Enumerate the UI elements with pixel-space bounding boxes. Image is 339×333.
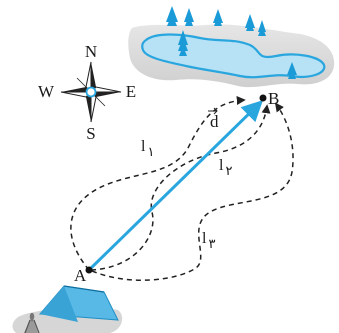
tent-icon: [38, 285, 119, 322]
path-3-subscript: ۳: [208, 236, 215, 251]
point-a-label: A: [74, 266, 87, 285]
point-a: [85, 266, 93, 274]
campsite: [12, 285, 123, 333]
compass-south-label: S: [86, 124, 95, 143]
vector-label: d: [210, 112, 219, 131]
path-3: [91, 102, 294, 281]
path-1-subscript: ۱: [147, 144, 154, 159]
campfire-icon: [24, 313, 40, 333]
displacement-vector: [87, 100, 264, 272]
point-b-label: B: [268, 89, 279, 108]
path-1-letter: l: [141, 138, 146, 155]
vector-accent-icon: [208, 107, 218, 115]
path-3-letter: l: [202, 230, 207, 247]
tree-icon: [166, 6, 297, 79]
path-1: [70, 96, 246, 271]
point-b: [259, 94, 267, 102]
lake: [141, 33, 326, 79]
compass-east-label: E: [126, 82, 136, 101]
compass-north-label: N: [85, 42, 97, 61]
path-2-subscript: ۲: [225, 163, 232, 178]
lake-scene: [128, 6, 335, 88]
path-2: [90, 104, 271, 271]
compass-west-label: W: [38, 82, 55, 101]
compass-rose-icon: [60, 61, 122, 123]
path-2-letter: l: [219, 157, 224, 174]
